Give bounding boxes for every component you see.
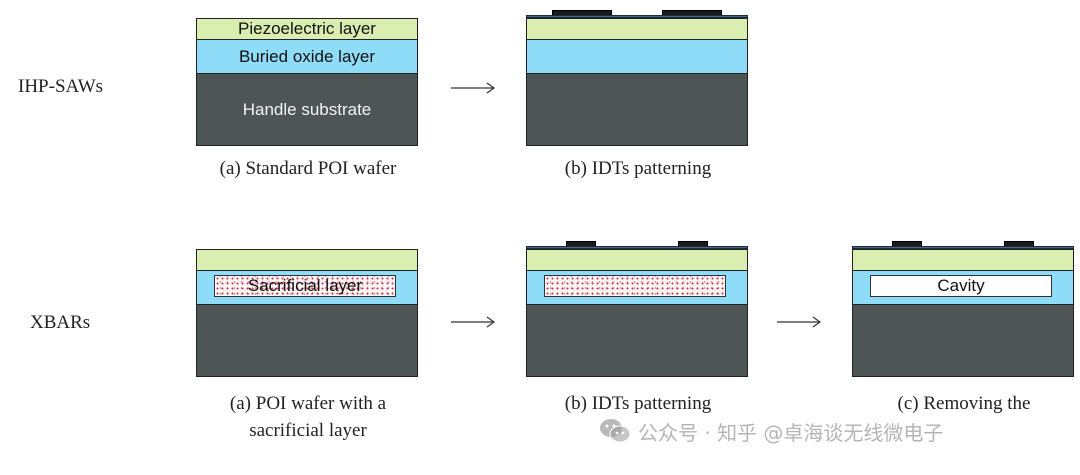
handle-substrate [526,304,748,377]
piezoelectric-layer [852,249,1074,271]
handle-substrate: Handle substrate [196,73,418,146]
electrode-film [852,246,1074,249]
watermark: 公众号 · 知乎 @卓海谈无线微电子 [598,416,943,446]
piezoelectric-layer: Piezoelectric layer [196,18,418,40]
caption-xbar-a: (a) POI wafer with a sacrificial layer [186,390,430,444]
arrow-xbar-b-to-c [777,316,822,328]
caption-xbar-c: (c) Removing the [897,393,1031,414]
row-label-xbars: XBARs [30,312,91,333]
row-label-ihp-saws: IHP-SAWs [18,76,104,97]
xbar-wafer-b [526,241,748,377]
cavity: Cavity [870,275,1052,297]
electrode-film [526,246,748,249]
piezoelectric-layer [526,18,748,40]
arrow-xbar-a-to-b [451,316,496,328]
caption-xbar-a-line2: sacrificial layer [249,420,367,441]
ihp-wafer-b [526,10,748,146]
handle-substrate [852,304,1074,377]
ihp-wafer-a: Piezoelectric layer Buried oxide layer H… [196,18,418,146]
sacrificial-layer: Sacrificial layer [214,275,396,297]
buried-oxide-layer [526,39,748,74]
piezoelectric-layer [196,249,418,271]
buried-oxide-layer: Buried oxide layer [196,39,418,74]
electrode-film [526,15,748,18]
handle-substrate [526,73,748,146]
arrow-ihp-a-to-b [451,82,496,94]
xbar-wafer-c: Cavity [852,241,1074,377]
caption-xbar-a-line1: (a) POI wafer with a [229,393,387,414]
handle-substrate [196,304,418,377]
xbar-wafer-a: Sacrificial layer [196,249,418,377]
sacrificial-layer [544,275,726,297]
caption-xbar-b: (b) IDTs patterning [564,393,712,414]
caption-ihp-a: (a) Standard POI wafer [219,158,397,179]
watermark-text: 公众号 · 知乎 @卓海谈无线微电子 [638,420,944,445]
caption-ihp-b: (b) IDTs patterning [564,158,712,179]
wechat-icon [600,419,631,443]
piezoelectric-layer [526,249,748,271]
